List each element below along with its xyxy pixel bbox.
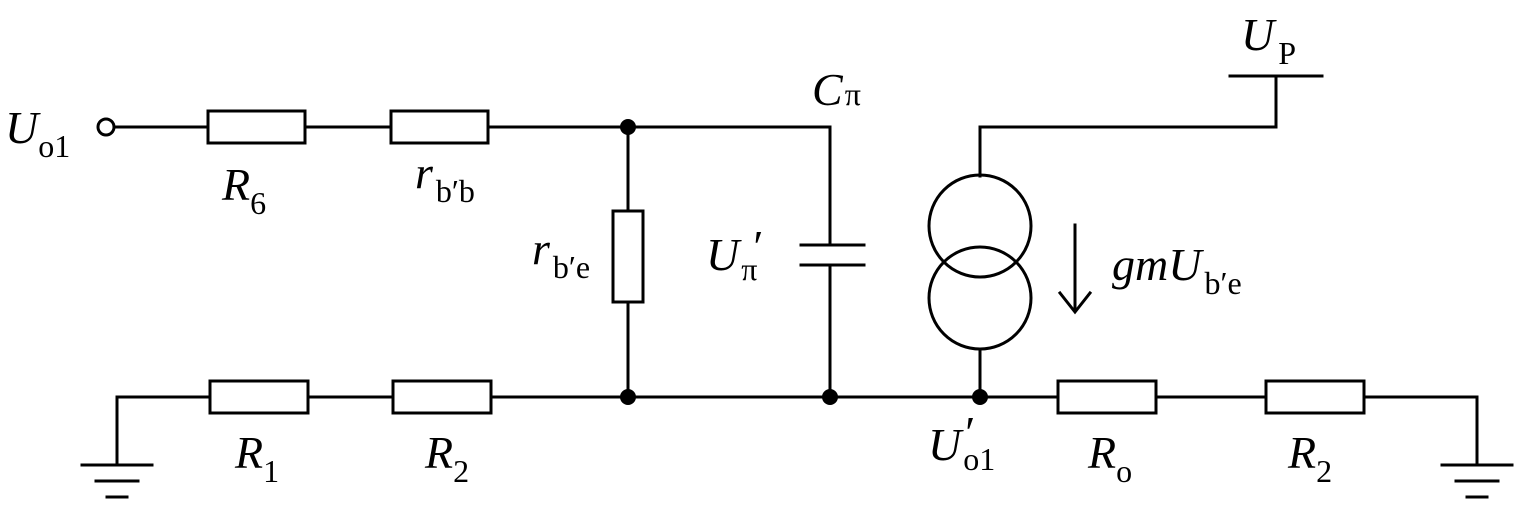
label-u-o1: Uo1 xyxy=(5,102,70,164)
resistor-rbb xyxy=(389,109,490,145)
junction-dot-top xyxy=(620,119,636,135)
label-u-o1-prime: Uo1′ xyxy=(928,407,995,477)
current-source-circle-bottom xyxy=(927,245,1033,351)
current-source-circle-top xyxy=(927,173,1033,279)
label-rbe: rb′e xyxy=(532,223,590,285)
label-c-pi: Cπ xyxy=(812,64,861,115)
junction-dot-cap xyxy=(822,389,838,405)
resistor-r2-left xyxy=(391,379,493,415)
resistor-r2-right xyxy=(1264,379,1366,415)
label-r2-right: R2 xyxy=(1287,427,1332,489)
resistor-r6 xyxy=(206,109,307,145)
label-r6: R6 xyxy=(221,159,266,221)
label-r2-left: R2 xyxy=(424,427,469,489)
junction-dot-source xyxy=(972,389,988,405)
input-terminal xyxy=(96,117,116,137)
ground-right-icon xyxy=(1440,463,1514,499)
ground-left-icon xyxy=(80,463,154,499)
label-u-pi: Uπ′ xyxy=(706,221,763,287)
resistor-ro xyxy=(1056,379,1158,415)
resistor-r1 xyxy=(208,379,310,415)
label-r1: R1 xyxy=(234,427,279,489)
resistor-rbe xyxy=(611,209,645,304)
label-rbb: rb′b xyxy=(415,147,475,209)
label-gm-ube: gmUb′e xyxy=(1112,239,1242,301)
label-ro: Ro xyxy=(1087,427,1132,489)
junction-dot-rbe xyxy=(620,389,636,405)
arrow-down-icon xyxy=(1057,290,1093,315)
